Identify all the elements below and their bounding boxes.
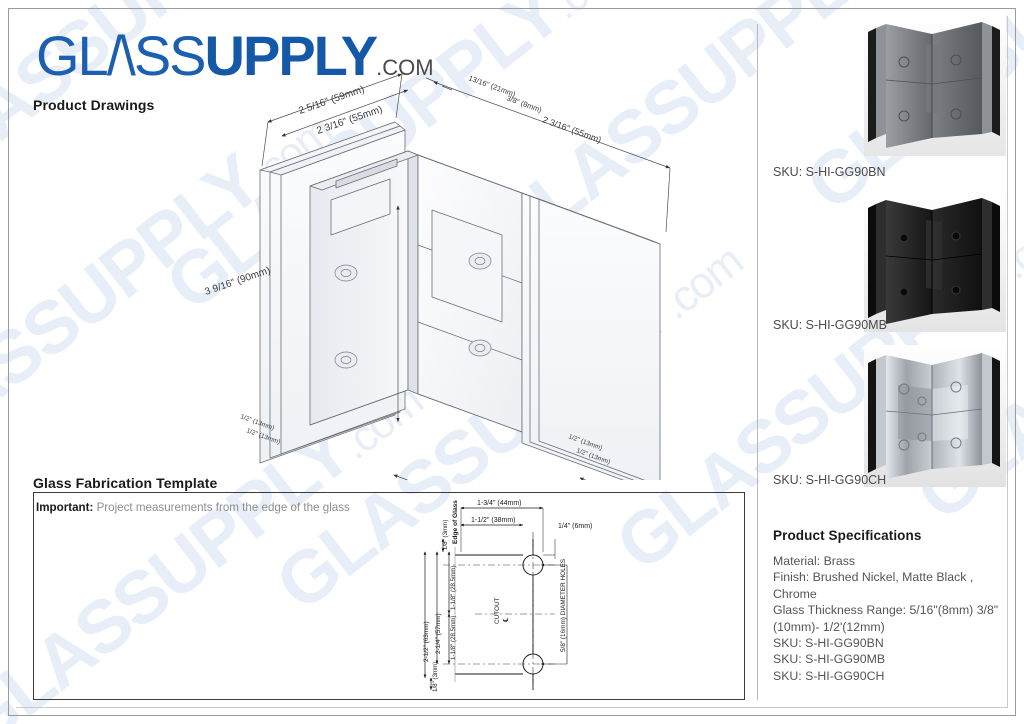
product-photo-matte-black (864, 190, 1006, 332)
specification-line: Finish: Brushed Nickel, Matte Black , Ch… (773, 570, 974, 601)
fabrication-template-box (33, 492, 745, 700)
dimension-label: 1-1/2" (38mm) (471, 517, 516, 524)
sku-label-brushed-nickel: SKU: S-HI-GG90BN (773, 165, 886, 179)
dimension-label: 1/8" (3mm) (432, 662, 439, 692)
dimension-label: 5/8" (16mm) DIAMETER HOLES (560, 559, 567, 652)
specification-line: SKU: S-HI-GG90MB (773, 652, 886, 667)
dimension-label: 1-3/4" (44mm) (477, 500, 522, 507)
important-label: Important: (36, 501, 94, 514)
dimension-label: 3/8" (8mm) (505, 93, 543, 114)
specification-line: Glass Thickness Range: 5/16"(8mm) 3/8"(1… (773, 603, 999, 634)
dimension-label: 2-1/4" (57mm) (435, 613, 442, 654)
logo-slash: /\ (106, 24, 136, 87)
dimension-label: 1-1/8" (28.5mm) (450, 566, 457, 611)
isometric-product-drawing: 2 5/16" (59mm) 2 3/16" (55mm) 2 3/16" (5… (150, 60, 750, 480)
fabrication-template-heading: Glass Fabrication Template (33, 475, 218, 491)
sku-label-chrome: SKU: S-HI-GG90CH (773, 473, 887, 487)
logo-text-gl: GL (36, 24, 109, 87)
product-photo-brushed-nickel (864, 14, 1006, 156)
dimension-label: 1/4" (6mm) (558, 523, 592, 530)
watermark-text: GLASSUPPLY.com (170, 0, 665, 7)
specification-line: SKU: S-HI-GG90CH (773, 668, 885, 683)
dimension-label: CUTOUT (494, 597, 501, 624)
fabrication-template-rule (33, 492, 745, 493)
brand-logo: GL/\SSUPPLY.COM (36, 28, 434, 84)
product-drawings-heading: Product Drawings (33, 97, 155, 113)
product-specifications-heading: Product Specifications (773, 528, 922, 543)
logo-tld: .COM (376, 55, 434, 80)
specification-line: SKU: S-HI-GG90BN (773, 636, 884, 651)
fabrication-template-drawing: 1-3/4" (44mm) 1-1/2" (38mm) 1/4" (6mm) E… (415, 492, 615, 700)
dimension-label: 1-1/8" (28.5mm) (450, 616, 457, 661)
page-border (8, 8, 1016, 716)
dimension-label: 2 3/16" (55mm) (541, 114, 602, 145)
logo-text-upply: UPPLY (204, 24, 379, 87)
important-text: Project measurements from the edge of th… (96, 501, 350, 514)
dimension-label: Edge of Glass (452, 500, 459, 544)
fabrication-important-note: Important: Project measurements from the… (36, 501, 350, 514)
sku-label-matte-black: SKU: S-HI-GG90MB (773, 318, 887, 332)
specification-line: Material: Brass (773, 554, 856, 568)
dimension-label: 1/8" (3mm) (442, 520, 449, 550)
product-photo-chrome (864, 345, 1006, 487)
dimension-label: ℄ (503, 617, 510, 623)
logo-text-ss: SS (133, 24, 207, 87)
vertical-divider (757, 24, 758, 700)
dimension-label: 2-1/2" (63mm) (423, 621, 430, 662)
